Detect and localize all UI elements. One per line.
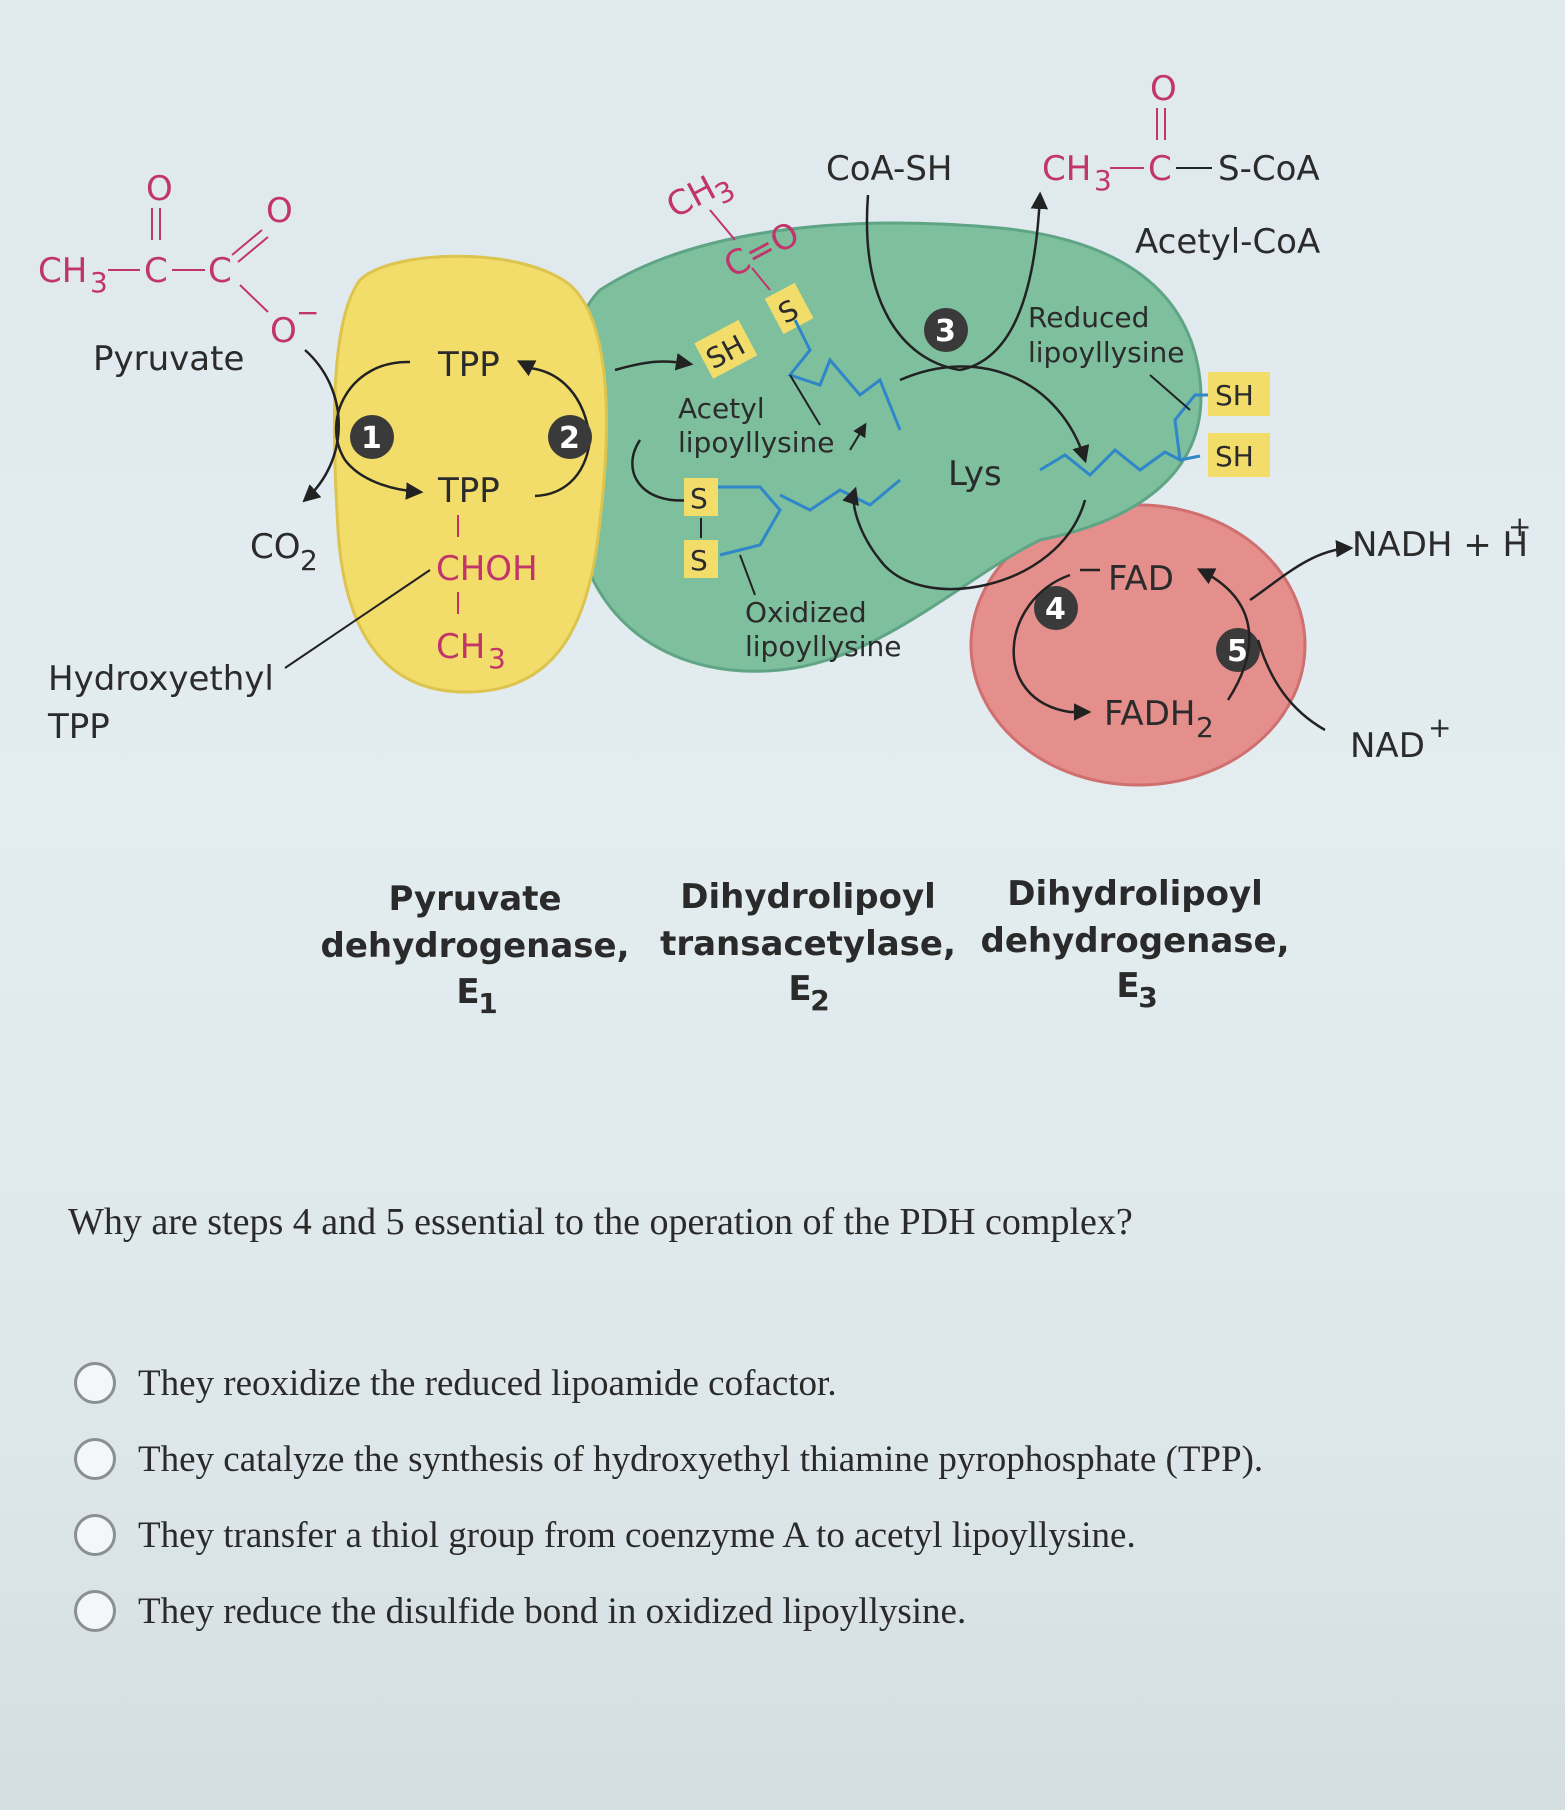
svg-text:transacetylase,: transacetylase,	[660, 924, 956, 964]
nadh-label: NADH + H	[1352, 525, 1528, 565]
nadh-superscript: +	[1508, 510, 1531, 543]
radio-button-4[interactable]	[74, 1590, 116, 1632]
svg-text:O: O	[1150, 69, 1177, 109]
answer-options: They reoxidize the reduced lipoamide cof…	[74, 1345, 1454, 1649]
fadh2-subscript: 2	[1196, 711, 1214, 744]
hydroxyethyl-pointer	[284, 569, 431, 669]
hydroxyethyl-label-line1: Hydroxyethyl	[48, 659, 274, 699]
svg-text:E: E	[456, 972, 479, 1012]
e1-ch3-subscript: 3	[488, 642, 506, 675]
svg-text:4: 4	[1045, 592, 1066, 627]
svg-text:dehydrogenase,: dehydrogenase,	[981, 921, 1290, 961]
reduced-lipoyllysine-line1: Reduced	[1028, 301, 1149, 334]
nad-label: NAD	[1350, 726, 1425, 766]
coa-sh-label: CoA-SH	[826, 149, 952, 189]
fad-label: FAD	[1108, 559, 1174, 599]
enzyme-e3-label: Dihydrolipoyl dehydrogenase, E 3	[981, 874, 1290, 1014]
nad-superscript: +	[1428, 711, 1451, 744]
reduced-lipoyl-chain	[1039, 393, 1215, 478]
svg-text:CH: CH	[1042, 149, 1091, 189]
answer-option-3[interactable]: They transfer a thiol group from coenzym…	[74, 1497, 1454, 1573]
e2-s1-label: S	[690, 482, 708, 515]
svg-text:CH: CH	[660, 168, 722, 226]
svg-text:2: 2	[559, 421, 580, 456]
svg-text:E: E	[1116, 966, 1139, 1006]
enzyme-e1-label: Pyruvate dehydrogenase, E 1	[321, 879, 630, 1020]
step-3-badge: 3	[924, 308, 968, 352]
svg-text:C: C	[1148, 149, 1172, 189]
svg-text:dehydrogenase,: dehydrogenase,	[321, 926, 630, 966]
acetyl-group: CH 3	[660, 168, 741, 226]
radio-button-2[interactable]	[74, 1438, 116, 1480]
answer-option-2[interactable]: They catalyze the synthesis of hydroxyet…	[74, 1421, 1454, 1497]
co2-subscript: 2	[300, 544, 318, 577]
fadh2-label: FADH	[1104, 694, 1195, 734]
acetyl-lipoyl-chain	[787, 319, 902, 431]
e1-tpp-bottom: TPP	[437, 471, 500, 511]
svg-text:O: O	[270, 311, 297, 351]
hydroxyethyl-label-line2: TPP	[47, 707, 110, 747]
answer-option-text: They catalyze the synthesis of hydroxyet…	[138, 1438, 1264, 1480]
svg-text:3: 3	[1094, 164, 1112, 197]
svg-text:5: 5	[1227, 634, 1248, 669]
step-2-badge: 2	[548, 415, 592, 459]
e1-ch3: CH	[436, 627, 485, 667]
pyruvate-label: Pyruvate	[93, 339, 244, 379]
co2-label: CO	[250, 527, 301, 567]
svg-text:O: O	[266, 191, 293, 231]
oxidized-lipoyl-chain	[710, 478, 901, 557]
svg-text:3: 3	[1138, 981, 1157, 1014]
svg-text:2: 2	[810, 984, 829, 1017]
pdh-complex-diagram: O CH 3 C C O O − Pyruvate CO 2 Hydroxyet…	[38, 69, 1531, 1020]
answer-option-text: They transfer a thiol group from coenzym…	[138, 1514, 1136, 1556]
svg-text:−: −	[296, 296, 319, 329]
e1-enzyme-blob	[332, 254, 608, 694]
lys-label: Lys	[948, 454, 1002, 494]
step-5-badge: 5	[1216, 628, 1260, 672]
svg-text:CH: CH	[38, 251, 87, 291]
radio-button-1[interactable]	[74, 1362, 116, 1404]
step-4-badge: 4	[1034, 586, 1078, 630]
e2-s2-label: S	[690, 544, 708, 577]
svg-text:1: 1	[478, 987, 497, 1020]
svg-text:C: C	[144, 251, 168, 291]
sh2-label: SH	[1215, 440, 1254, 473]
svg-text:Pyruvate: Pyruvate	[388, 879, 561, 919]
sh1-label: SH	[1215, 379, 1254, 412]
enzyme-e2-label: Dihydrolipoyl transacetylase, E 2	[660, 877, 956, 1017]
e1-tpp-top: TPP	[437, 345, 500, 385]
oxidized-lipoyllysine-line2: lipoyllysine	[745, 630, 902, 663]
oxidized-lipoyllysine-line1: Oxidized	[745, 596, 867, 629]
acetyl-lipoyllysine-line2: lipoyllysine	[678, 426, 835, 459]
svg-text:E: E	[788, 969, 811, 1009]
svg-text:3: 3	[90, 266, 108, 299]
acetyl-lipoyllysine-line1: Acetyl	[678, 392, 765, 425]
answer-option-4[interactable]: They reduce the disulfide bond in oxidiz…	[74, 1573, 1454, 1649]
svg-text:O: O	[146, 169, 173, 209]
answer-option-1[interactable]: They reoxidize the reduced lipoamide cof…	[74, 1345, 1454, 1421]
reduced-lipoyllysine-line2: lipoyllysine	[1028, 336, 1185, 369]
step-1-badge: 1	[350, 415, 394, 459]
answer-option-text: They reoxidize the reduced lipoamide cof…	[138, 1362, 837, 1404]
e1-choh: CHOH	[436, 549, 538, 589]
acetyl-coa-formula: O CH 3 C S-CoA	[1042, 69, 1320, 197]
svg-text:1: 1	[361, 421, 382, 456]
question-text: Why are steps 4 and 5 essential to the o…	[68, 1201, 1133, 1243]
answer-option-text: They reduce the disulfide bond in oxidiz…	[138, 1590, 967, 1632]
acetyl-coa-label: Acetyl-CoA	[1135, 222, 1320, 262]
svg-text:3: 3	[935, 314, 956, 349]
svg-text:S-CoA: S-CoA	[1218, 149, 1320, 189]
svg-text:Dihydrolipoyl: Dihydrolipoyl	[680, 877, 936, 917]
radio-button-3[interactable]	[74, 1514, 116, 1556]
svg-text:Dihydrolipoyl: Dihydrolipoyl	[1007, 874, 1263, 914]
svg-text:C: C	[208, 251, 232, 291]
pyruvate-structure: O CH 3 C C O O −	[38, 169, 319, 351]
